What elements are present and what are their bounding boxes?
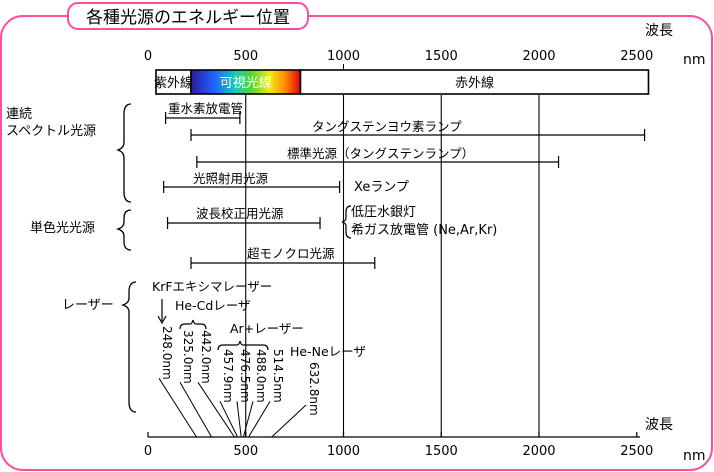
brace-continuous <box>115 103 132 203</box>
group-labels: 連続 スペクトル光源 単色光光源 レーザー <box>6 103 137 413</box>
brace-monochrome <box>115 209 132 251</box>
group-continuous-line2: スペクトル光源 <box>6 124 96 139</box>
laser-wavelength-1: 325.0nm <box>181 330 195 384</box>
laser-krf-label: KrFエキシマレーザー <box>152 279 272 294</box>
laser-wavelength-7: 632.8nm <box>307 362 321 416</box>
brace-hecd <box>179 319 207 330</box>
top-tick-label-2000: 2000 <box>522 49 555 64</box>
top-tick-label-2500: 2500 <box>620 49 653 64</box>
group-continuous-line1: 連続 <box>6 107 32 122</box>
laser-wavelength-3: 457.9nm <box>221 349 235 403</box>
bottom-tick-label-1500: 1500 <box>425 444 458 459</box>
range-label-1: タングステンヨウ素ランプ <box>312 119 462 134</box>
laser-krf-arrowhead <box>157 315 167 325</box>
laser-leader-7 <box>271 404 307 438</box>
group-monochrome: 単色光光源 <box>30 220 95 236</box>
laser-hene-label: He-Neレーザ <box>290 344 366 359</box>
laser-wavelength-6: 514.5nm <box>271 349 285 403</box>
bottom-unit-label: 波長 <box>645 417 673 433</box>
low-pressure-hg-label: 低圧水銀灯 <box>351 205 416 220</box>
band-label-0: 紫外線 <box>154 75 193 91</box>
laser-leader-0 <box>158 378 197 438</box>
range-label-5: 超モノクロ光源 <box>247 246 335 261</box>
bottom-unit: nm <box>683 448 706 464</box>
brace-laser <box>120 281 137 413</box>
laser-leader-5 <box>242 401 254 438</box>
rare-gas-label: 希ガス放電管 (Ne,Ar,Kr) <box>351 223 497 238</box>
laser-wavelength-2: 442.0nm <box>199 330 213 384</box>
axis-top: 0 500 1000 1500 2000 2500 波長 nm <box>144 23 706 68</box>
laser-ar-label: Ar+レーザー <box>230 321 304 336</box>
page-border <box>0 15 713 471</box>
gridlines <box>245 64 540 437</box>
laser-lines: KrFエキシマレーザー He-Cdレーザ Ar+レーザー He-Neレーザ 24… <box>152 279 366 438</box>
band-1 <box>190 69 302 95</box>
top-tick-label-0: 0 <box>144 49 152 64</box>
top-tick-label-1500: 1500 <box>425 49 458 64</box>
title-box <box>67 2 309 30</box>
brace-ar <box>217 340 269 351</box>
top-tick-label-1000: 1000 <box>327 49 360 64</box>
bottom-tick-label-2500: 2500 <box>620 444 653 459</box>
laser-wavelength-4: 476.5nm <box>238 349 252 403</box>
bottom-tick-label-1000: 1000 <box>327 444 360 459</box>
range-label-4: 波長校正用光源 <box>196 206 284 221</box>
bottom-tick-label-500: 500 <box>233 444 258 459</box>
laser-leader-4 <box>236 401 242 438</box>
bottom-tick-label-2000: 2000 <box>522 444 555 459</box>
laser-hecd-label: He-Cdレーザ <box>175 298 251 313</box>
bottom-tick-label-0: 0 <box>144 444 152 459</box>
band-label-1: 可視光線 <box>220 75 272 91</box>
xe-lamp-label: Xeランプ <box>354 180 409 195</box>
laser-leader-3 <box>219 401 238 438</box>
axis-bottom: 0 500 1000 1500 2000 2500 波長 nm <box>144 417 706 464</box>
top-unit-label: 波長 <box>645 23 673 39</box>
laser-wavelength-0: 248.0nm <box>160 326 174 380</box>
range-label-3: 光照射用光源 <box>193 171 269 186</box>
top-unit: nm <box>683 52 706 68</box>
band-label-2: 赤外線 <box>455 75 494 91</box>
range-label-2: 標準光源（タングステンランプ） <box>287 146 474 161</box>
laser-leader-6 <box>248 401 271 438</box>
brace-hg-raregas <box>341 205 352 239</box>
top-tick-label-500: 500 <box>233 49 258 64</box>
laser-leader-2 <box>197 382 235 438</box>
group-laser: レーザー <box>62 298 114 313</box>
band-2 <box>299 69 650 95</box>
page-title: 各種光源のエネルギー位置 <box>86 8 290 28</box>
range-label-0: 重水素放電管 <box>168 101 243 116</box>
laser-leader-1 <box>179 382 212 438</box>
laser-wavelength-5: 488.0nm <box>254 349 268 403</box>
spectrum-band-bar: 紫外線 可視光線 赤外線 <box>154 69 650 95</box>
